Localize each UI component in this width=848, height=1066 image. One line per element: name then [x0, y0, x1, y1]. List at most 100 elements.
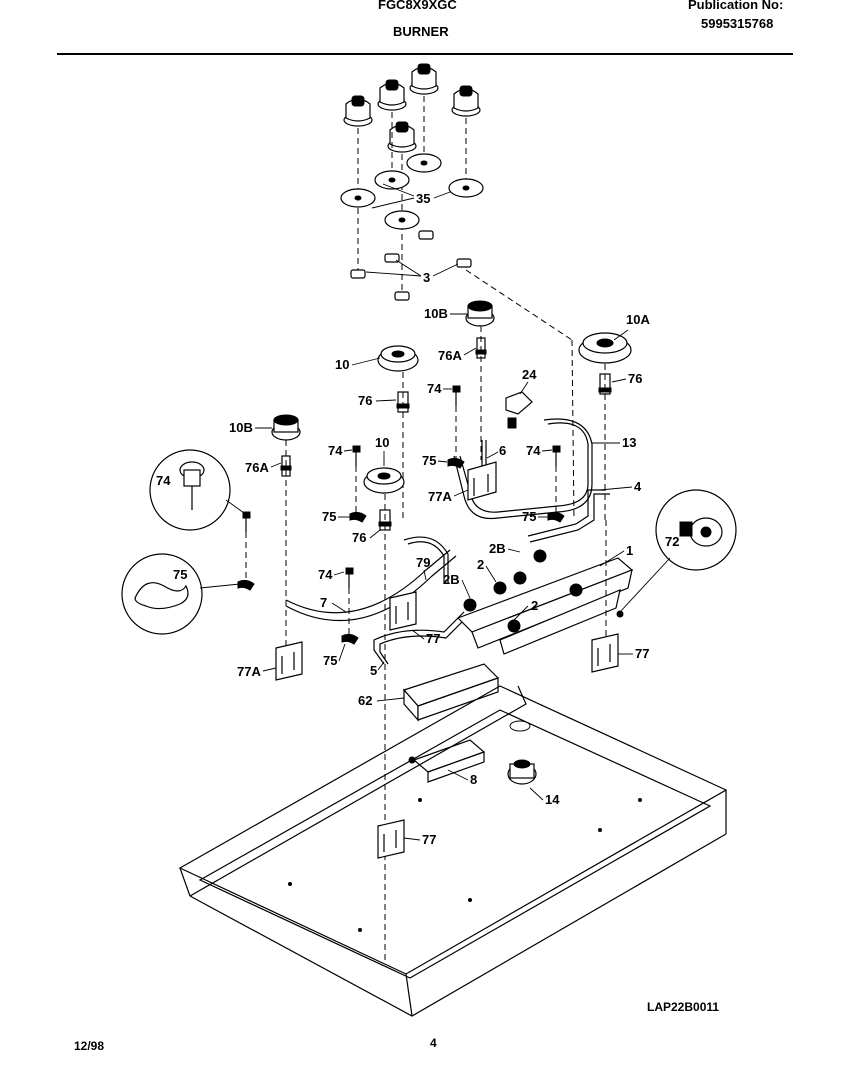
- callout-10: 10: [375, 435, 389, 450]
- knob-bezel: [384, 210, 420, 230]
- screw-74: [552, 445, 561, 466]
- publication-label: Publication No:: [688, 0, 784, 12]
- callout-2B: 2B: [443, 572, 460, 587]
- callout-77: 77: [635, 646, 649, 661]
- detail-circle-72: [655, 489, 737, 571]
- callout-2B: 2B: [489, 541, 506, 556]
- base-pan: [178, 685, 728, 1017]
- screw-74: [352, 445, 361, 466]
- callout-79: 79: [416, 555, 430, 570]
- knob-clip: [384, 253, 400, 263]
- knob-clip: [394, 291, 410, 301]
- control-knob: [377, 79, 407, 111]
- callout-77A: 77A: [237, 664, 261, 679]
- knob-bezel: [448, 178, 484, 198]
- callout-2: 2: [477, 557, 484, 572]
- igniter-24: [505, 391, 533, 429]
- callout-35: 35: [416, 191, 430, 206]
- clip-75: [237, 579, 255, 591]
- callout-10B: 10B: [229, 420, 253, 435]
- bracket-77A-mid: [467, 461, 497, 501]
- callout-76A: 76A: [245, 460, 269, 475]
- screw-74: [452, 385, 461, 406]
- gas-tube-7: [285, 549, 457, 622]
- callout-62: 62: [358, 693, 372, 708]
- model-number: FGC8X9XGC: [378, 0, 457, 12]
- burner-head-10-mid: [363, 467, 405, 494]
- burner-head-10-top: [377, 345, 419, 372]
- publication-number: 5995315768: [701, 16, 774, 31]
- knob-clip: [456, 258, 472, 268]
- callout-10B: 10B: [424, 306, 448, 321]
- control-knob: [451, 85, 481, 117]
- drawing-code: LAP22B0011: [647, 1000, 720, 1014]
- screw-74: [345, 567, 354, 588]
- bracket-77A-left: [275, 641, 303, 681]
- callout-74: 74: [318, 567, 333, 582]
- callout-6: 6: [499, 443, 506, 458]
- callout-77: 77: [426, 631, 440, 646]
- knob-bezel: [340, 188, 376, 208]
- control-knob: [387, 121, 417, 153]
- callout-76A: 76A: [438, 348, 462, 363]
- callout-8: 8: [470, 772, 477, 787]
- callout-75: 75: [522, 509, 536, 524]
- gas-tube-5: [373, 611, 467, 665]
- callout-75: 75: [422, 453, 436, 468]
- bracket-77-right: [591, 633, 619, 673]
- detail-circle-74: [149, 449, 231, 531]
- callout-75: 75: [322, 509, 336, 524]
- manifold-assembly-1: [456, 549, 634, 655]
- callout-76: 76: [358, 393, 372, 408]
- callout-75: 75: [323, 653, 337, 668]
- callout-74: 74: [328, 443, 343, 458]
- callout-74: 74: [526, 443, 541, 458]
- callout-3: 3: [423, 270, 430, 285]
- control-knob: [343, 95, 373, 127]
- callout-7: 7: [320, 595, 327, 610]
- gas-tube-13: [453, 418, 593, 520]
- callout-1: 1: [626, 543, 633, 558]
- callout-76: 76: [628, 371, 642, 386]
- screw-74: [242, 511, 251, 532]
- callout-4: 4: [634, 479, 642, 494]
- gas-tube-4: [527, 489, 610, 543]
- callout-24: 24: [522, 367, 537, 382]
- revision-date: 12/98: [74, 1039, 105, 1053]
- regulator-14: [507, 759, 537, 785]
- clip-75: [547, 511, 565, 523]
- gas-tube-79: [403, 536, 449, 584]
- detail-circle-75: [121, 553, 203, 635]
- callout-75: 75: [173, 567, 187, 582]
- knob-bezel: [406, 153, 442, 173]
- callout-76: 76: [352, 530, 366, 545]
- bracket-77-mid: [389, 591, 417, 631]
- spark-module-62: [402, 663, 500, 722]
- page-number: 4: [430, 1036, 437, 1050]
- callout-77A: 77A: [428, 489, 452, 504]
- bracket-77-bottom: [377, 819, 405, 859]
- callout-10: 10: [335, 357, 349, 372]
- callout-5: 5: [370, 663, 377, 678]
- header-rule: [57, 53, 793, 55]
- callout-13: 13: [622, 435, 636, 450]
- callout-72: 72: [665, 534, 679, 549]
- callout-74: 74: [427, 381, 442, 396]
- callout-77: 77: [422, 832, 436, 847]
- knob-bezel: [374, 170, 410, 190]
- callout-10A: 10A: [626, 312, 650, 327]
- clip-75: [349, 511, 367, 523]
- clip-75: [341, 633, 359, 645]
- section-title: BURNER: [393, 24, 449, 39]
- callout-2: 2: [531, 598, 538, 613]
- knob-clip: [418, 230, 434, 240]
- control-knob: [409, 63, 439, 95]
- knob-clip: [350, 269, 366, 279]
- callout-74: 74: [156, 473, 171, 488]
- burner-head-10B-left: [271, 414, 301, 441]
- burner-head-10B-top: [465, 300, 495, 327]
- callout-14: 14: [545, 792, 560, 807]
- burner-head-10A: [578, 332, 632, 364]
